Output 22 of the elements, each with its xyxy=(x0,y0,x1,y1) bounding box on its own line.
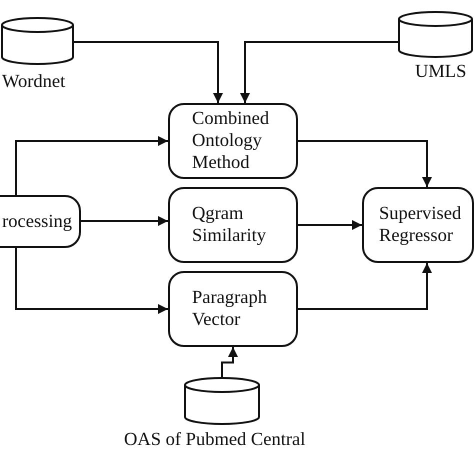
process-box xyxy=(168,271,298,347)
box-label: Supervised Regressor xyxy=(378,203,462,247)
process-box xyxy=(168,103,298,179)
arrow xyxy=(74,41,223,103)
arrow xyxy=(298,140,432,187)
box-label: Qgram Similarity xyxy=(191,203,267,247)
arrow xyxy=(240,41,398,103)
arrow xyxy=(298,263,432,310)
arrow xyxy=(298,220,362,230)
box-label: Combined Ontology Method xyxy=(191,108,270,174)
box-label: Paragraph Vector xyxy=(191,287,268,331)
arrow xyxy=(81,216,168,226)
box-label: rocessing xyxy=(2,210,73,232)
process-box xyxy=(168,187,298,263)
database-label: UMLS xyxy=(415,61,466,83)
arrow xyxy=(221,347,238,378)
arrow xyxy=(15,136,168,195)
database-label: Wordnet xyxy=(2,71,66,93)
database-label: OAS of Pubmed Central xyxy=(124,429,306,451)
process-box xyxy=(0,195,81,248)
process-box xyxy=(362,187,474,263)
arrow xyxy=(15,248,168,314)
